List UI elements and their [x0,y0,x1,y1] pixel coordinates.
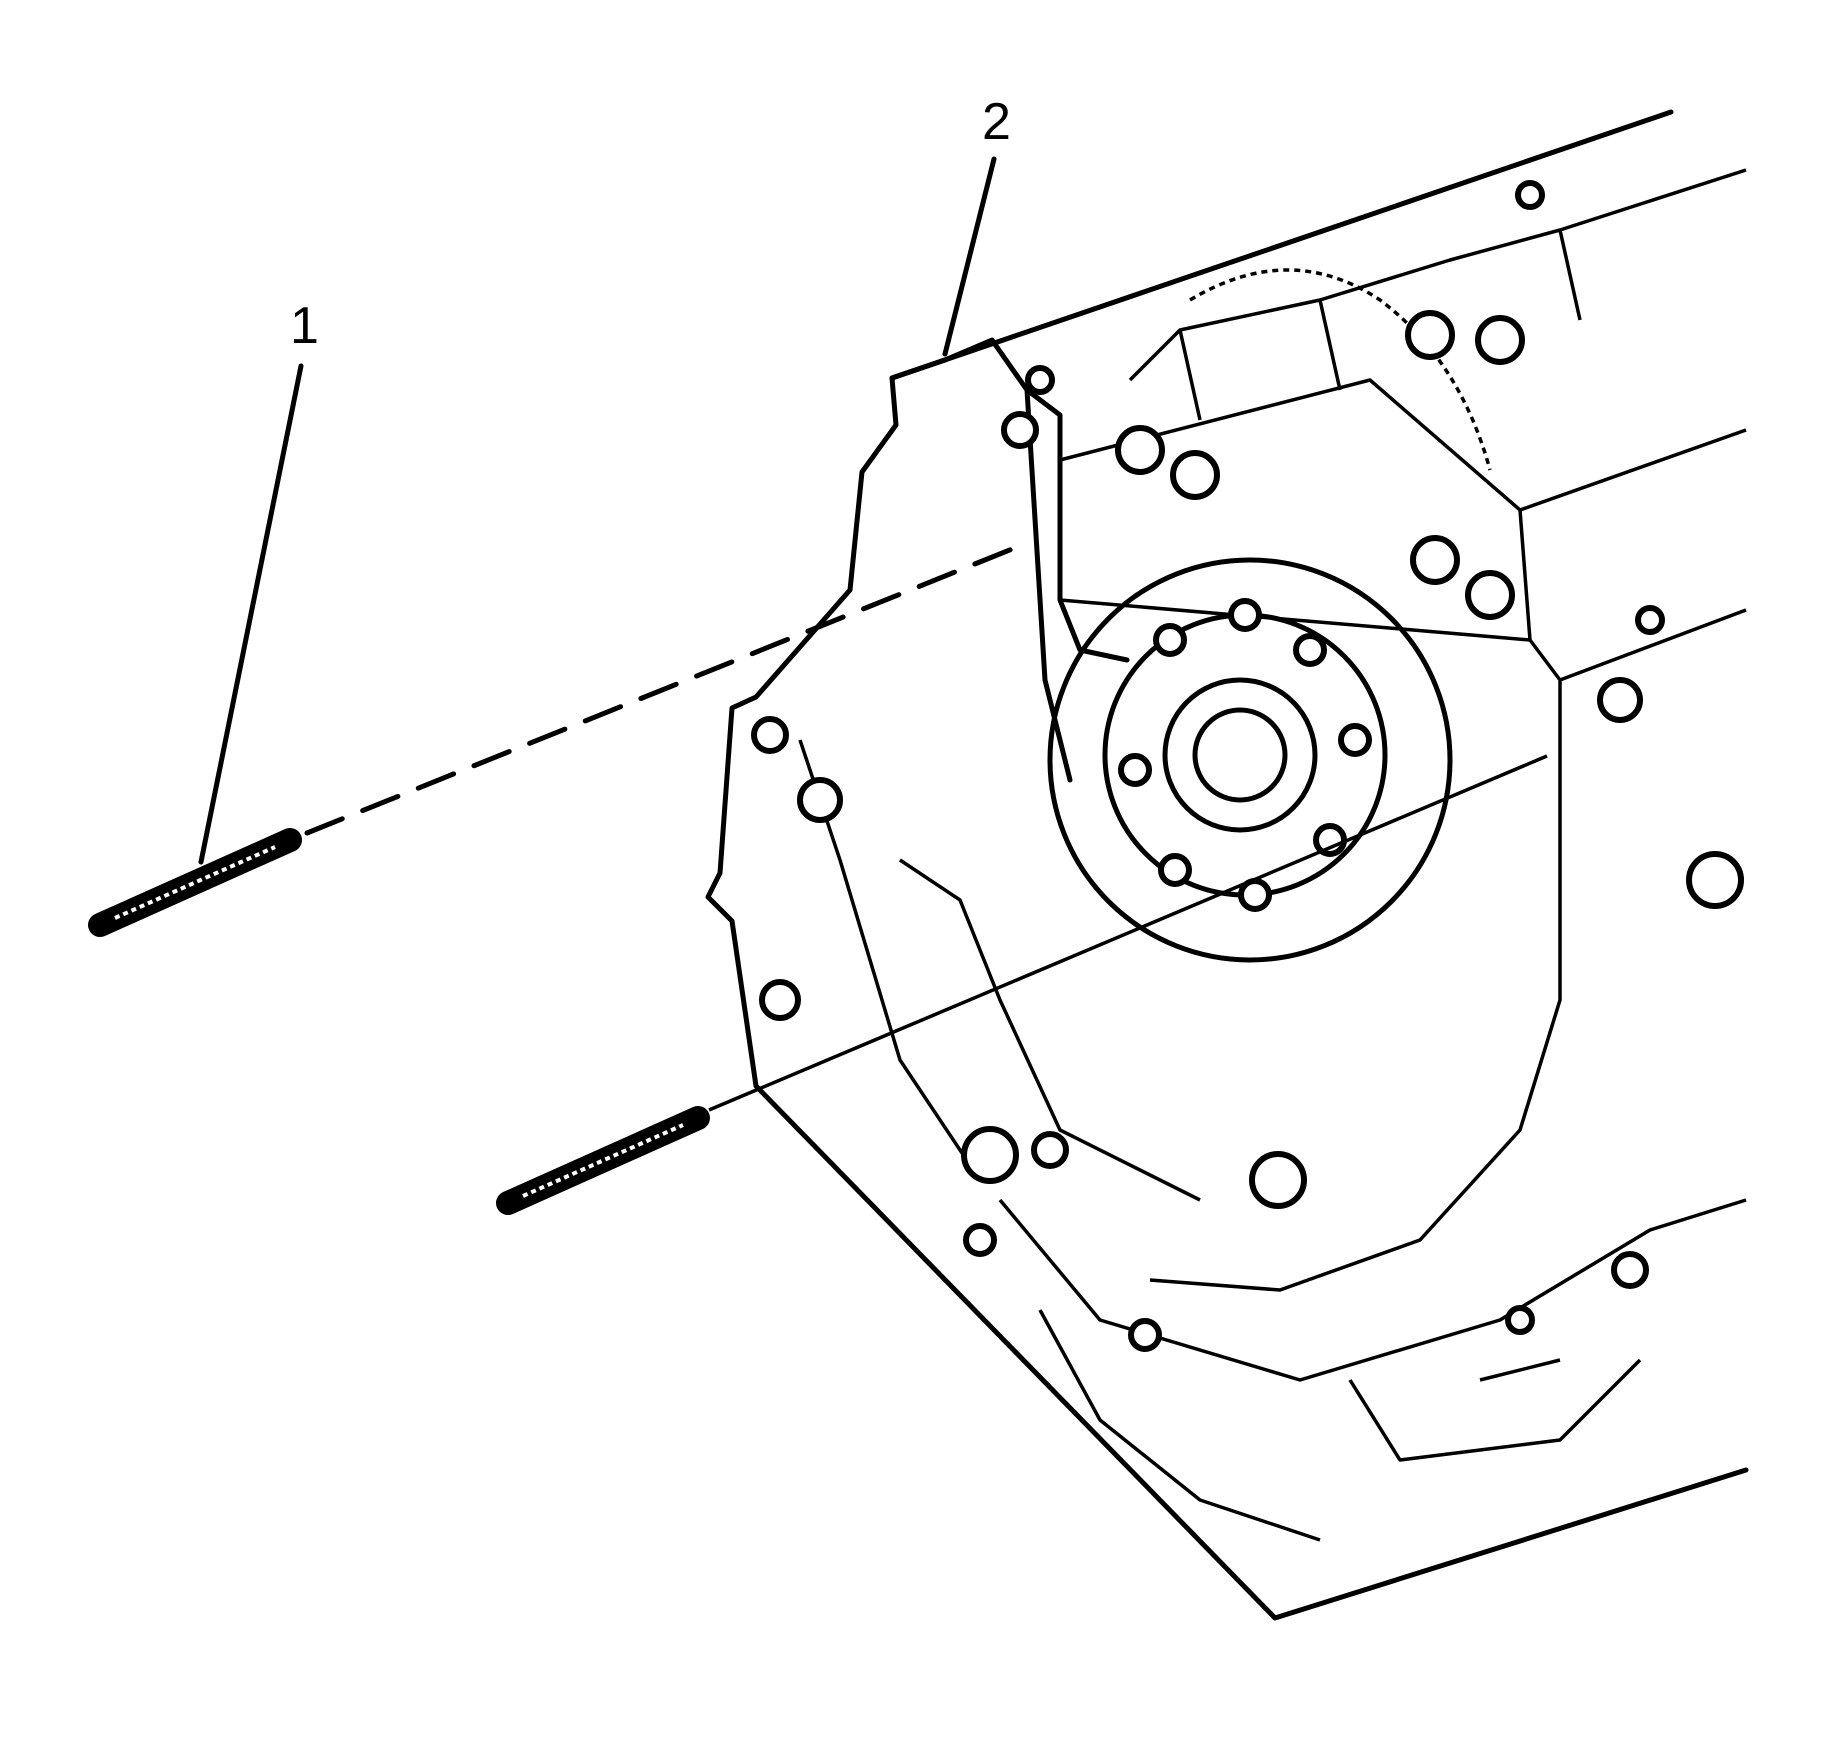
pin-lower [496,1106,710,1215]
alignment-line-lower [708,754,1548,1112]
alignment-line-upper [304,540,1030,836]
engine-block [705,109,1749,1621]
callout-2: 2 [982,93,1011,151]
pin-upper [88,828,302,937]
callout-1: 1 [290,297,319,355]
bolt-holes [1118,598,1372,912]
leader-line-2 [942,156,997,357]
leader-line-1 [198,363,304,865]
